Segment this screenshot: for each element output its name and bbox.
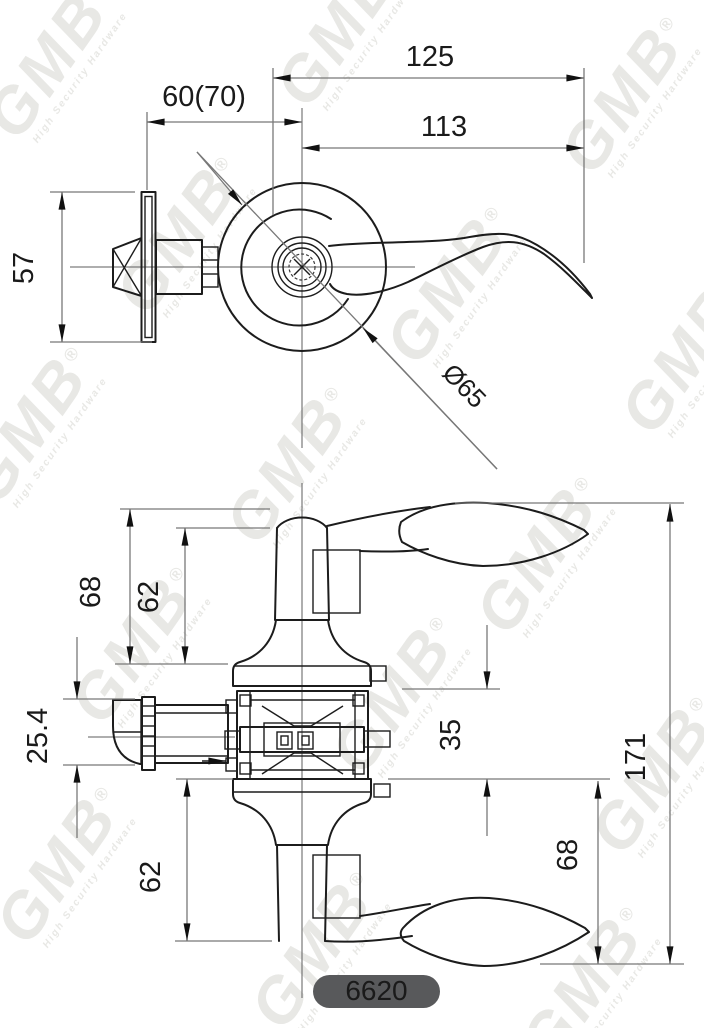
mounting-post <box>369 665 387 682</box>
spindle-stub-left <box>224 730 241 750</box>
upper-neck <box>274 527 278 621</box>
lower-neck <box>276 844 280 942</box>
diameter-arrow <box>196 151 243 206</box>
chassis-tab <box>201 246 219 261</box>
spindle-stub-right <box>363 730 391 748</box>
model-number: 6620 <box>345 975 407 1006</box>
dim-label-171: 171 <box>620 733 652 781</box>
hub-circle <box>277 242 327 292</box>
rose-inner-arc <box>240 208 349 327</box>
spindle-cross <box>293 258 311 276</box>
lower-lever-grip <box>399 896 590 967</box>
upper-neck <box>326 527 330 621</box>
latch-assembly <box>112 696 229 771</box>
faceplate-front <box>141 696 156 771</box>
dimensions-top-view: 125 113 60(70) 57 Ø65 <box>8 41 585 470</box>
latch-bolt-chamfer <box>112 237 143 288</box>
latch-tube <box>155 239 203 295</box>
lower-lever-arm <box>359 903 431 917</box>
dim-label-rose-diameter: Ø65 <box>437 358 493 414</box>
hub-circle <box>271 236 333 298</box>
lock-chassis <box>224 665 391 798</box>
upper-lever-hub-block <box>312 549 361 614</box>
dimensions-front-view: 68 62 25.4 35 62 68 171 <box>22 502 684 965</box>
dim-label-113: 113 <box>421 111 467 143</box>
dim-label-25-4: 25.4 <box>22 708 54 764</box>
lower-neck <box>324 844 328 942</box>
dim-label-68-upper: 68 <box>75 576 107 608</box>
dim-label-35: 35 <box>435 719 467 751</box>
lever-handle-top-view <box>328 232 593 299</box>
dim-label-60-70: 60(70) <box>162 81 246 113</box>
upper-lever-arm <box>326 506 431 527</box>
diameter-arrow <box>362 327 498 470</box>
faceplate-inner <box>144 195 153 339</box>
upper-lever-arm <box>359 548 429 553</box>
lower-lever-hub-block <box>312 854 361 919</box>
dim-label-57: 57 <box>8 252 40 284</box>
hub-circle <box>282 247 322 287</box>
upper-lever-grip <box>398 501 589 567</box>
latch-bolt-front <box>112 699 142 765</box>
hub-detail <box>297 731 314 750</box>
spindle-hole <box>288 253 316 281</box>
hub-detail <box>301 735 310 746</box>
chassis-screw-post <box>239 694 252 707</box>
hub-detail <box>280 735 289 746</box>
lower-lever-arm <box>324 935 413 943</box>
hub-housing <box>263 722 341 757</box>
dim-label-62-upper: 62 <box>133 581 165 613</box>
dim-label-62-lower: 62 <box>135 861 167 893</box>
hub-detail <box>276 731 293 750</box>
chassis-screw-post <box>239 762 252 775</box>
chassis-tab <box>201 273 219 288</box>
latch-bolt-chamfer <box>112 248 143 297</box>
front-view <box>88 483 590 998</box>
dim-label-68-lower: 68 <box>552 839 584 871</box>
upper-rose <box>232 619 372 687</box>
latch-tube-front <box>154 704 229 764</box>
chassis-screw-post <box>352 762 365 775</box>
dim-label-125: 125 <box>406 41 454 73</box>
model-badge: 6620 <box>313 975 440 1008</box>
chassis-screw-post <box>352 694 365 707</box>
model-badge-pill <box>313 975 440 1008</box>
chassis-tab <box>225 757 238 772</box>
chassis-tab <box>225 699 238 714</box>
upper-lever-dome <box>276 516 328 529</box>
rose-outer-circle <box>217 182 387 352</box>
top-view <box>70 108 593 448</box>
mounting-post <box>373 783 391 798</box>
